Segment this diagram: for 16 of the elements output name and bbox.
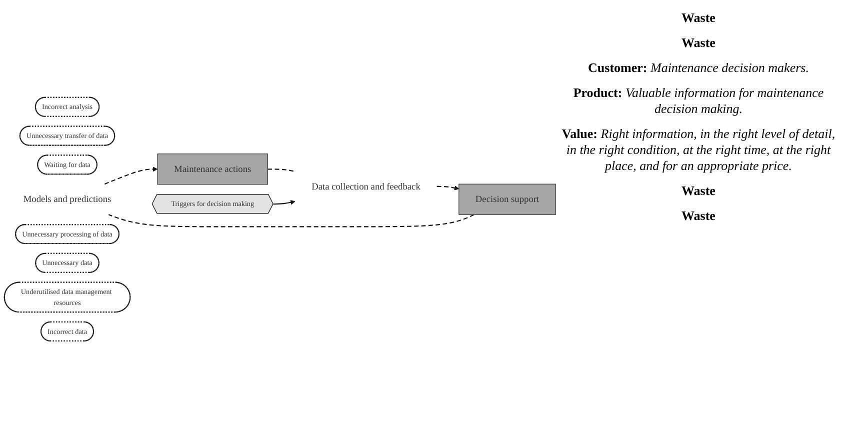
connector (268, 168, 296, 172)
arrow (273, 200, 296, 206)
description-text: Product: Valuable information for maintenance decision making. (572, 85, 825, 117)
node-box: Decision support (458, 184, 556, 216)
connector (108, 214, 474, 228)
waste-label: Waste (680, 10, 716, 26)
node-text: Models and predictions (23, 194, 112, 205)
waste-label: Waste (680, 183, 716, 199)
node-text: Data collection and feedback (312, 181, 420, 192)
arrow (436, 186, 460, 191)
description-text: Customer: Maintenance decision makers. (587, 60, 810, 76)
node-box: Maintenance actions (157, 154, 268, 186)
arrow (104, 167, 158, 185)
waste-label: Waste (680, 208, 716, 224)
description-text: Value: Right information, in the right level of detail, in the right condition, at the right time, at the right place, and for an appropriate price. (560, 126, 836, 174)
waste-label: Waste (680, 35, 716, 51)
